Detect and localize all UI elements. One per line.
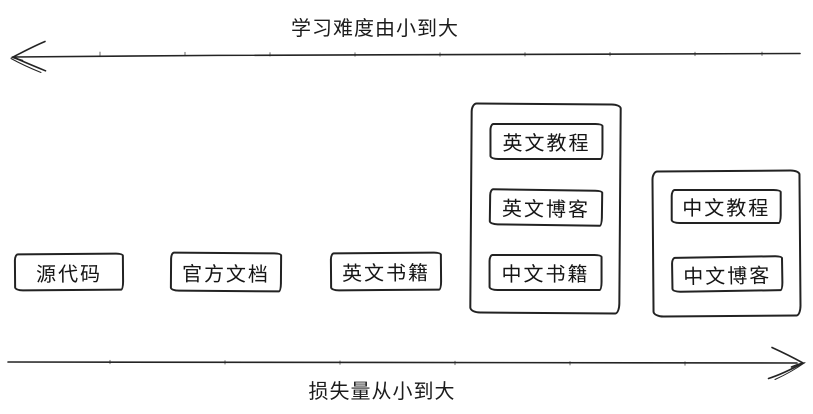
box-english-books: 英文书籍: [329, 251, 443, 292]
box-official-docs-label: 官方文档: [181, 263, 271, 286]
box-source-code-label: 源代码: [35, 263, 103, 286]
box-chinese-books-label: 中文书籍: [501, 263, 590, 287]
box-english-books-label: 英文书籍: [341, 262, 431, 286]
box-chinese-tutorials: 中文教程: [670, 188, 782, 225]
bottom-line-ticks: [109, 359, 686, 366]
top-axis-label: 学习难度由小到大: [291, 18, 459, 40]
group-box-a: 英文教程 英文博客 中文书籍: [469, 102, 622, 315]
bottom-axis-line: [7, 360, 798, 364]
top-axis-arrow: [10, 40, 801, 73]
top-line-ticks: [99, 51, 763, 57]
bottom-axis-label: 损失量从小到大: [308, 381, 456, 403]
box-chinese-blogs-label: 中文博客: [683, 264, 772, 289]
left-arrowhead-icon: [10, 40, 47, 73]
box-english-tutorials: 英文教程: [489, 122, 604, 161]
top-axis-line: [13, 52, 801, 58]
box-english-blogs: 英文博客: [488, 188, 604, 227]
box-english-tutorials-label: 英文教程: [502, 132, 591, 156]
group-box-b: 中文教程 中文博客: [651, 169, 802, 318]
box-english-blogs-label: 英文博客: [501, 198, 591, 222]
box-chinese-tutorials-label: 中文教程: [682, 197, 771, 221]
box-official-docs: 官方文档: [169, 251, 283, 293]
box-source-code: 源代码: [13, 252, 125, 292]
box-chinese-books: 中文书籍: [488, 253, 603, 292]
right-arrowhead-icon: [767, 346, 806, 380]
box-chinese-blogs: 中文博客: [670, 255, 784, 293]
